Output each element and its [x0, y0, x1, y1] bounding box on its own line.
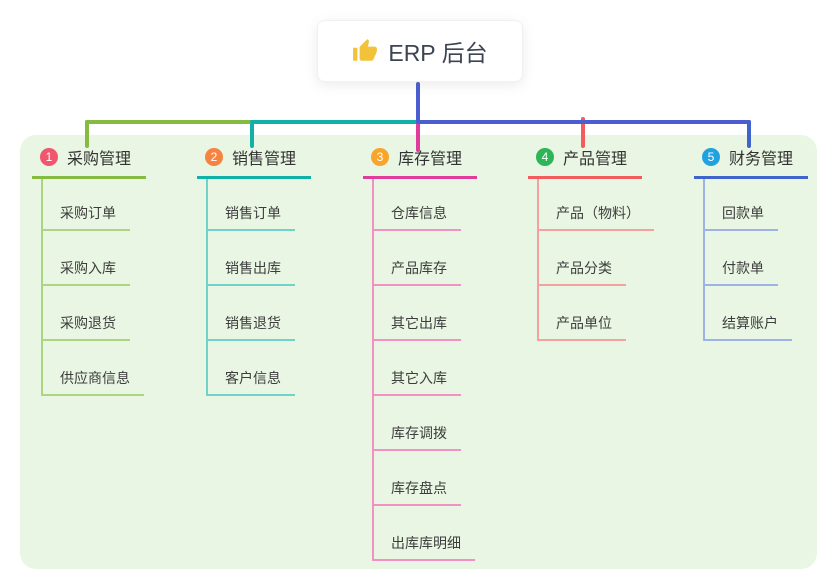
child-node-label: 其它出库 [374, 313, 461, 341]
connector-line [85, 120, 254, 124]
branch-number-badge: 4 [536, 148, 554, 166]
child-node-label: 回款单 [705, 203, 778, 231]
child-node-label: 供应商信息 [43, 368, 144, 396]
child-node[interactable]: 采购订单 [43, 179, 144, 231]
child-node[interactable]: 付款单 [705, 231, 792, 286]
branch-3: 3 库存管理仓库信息产品库存其它出库其它入库库存调拨库存盘点出库库明细 [363, 145, 523, 561]
branch-children: 产品（物料） 产品分类产品单位 [537, 179, 654, 341]
root-node[interactable]: ERP 后台 [317, 20, 523, 82]
child-node-label: 产品单位 [539, 313, 626, 341]
child-node-label: 采购订单 [43, 203, 130, 231]
branch-title-label: 库存管理 [398, 151, 463, 168]
branch-title-label: 财务管理 [729, 151, 794, 168]
connector-line [250, 120, 420, 124]
child-node[interactable]: 产品单位 [539, 286, 654, 341]
child-node-label: 付款单 [705, 258, 778, 286]
child-node-label: 库存盘点 [374, 478, 461, 506]
branch-title[interactable]: 3 库存管理 [363, 145, 477, 179]
connector-line [581, 117, 585, 148]
child-node-label: 客户信息 [208, 368, 295, 396]
child-node[interactable]: 其它入库 [374, 341, 475, 396]
child-node[interactable]: 其它出库 [374, 286, 475, 341]
child-node[interactable]: 销售订单 [208, 179, 295, 231]
child-node[interactable]: 供应商信息 [43, 341, 144, 396]
child-node[interactable]: 结算账户 [705, 286, 792, 341]
branch-children: 采购订单采购入库采购退货供应商信息 [41, 179, 144, 396]
child-node-label: 出库库明细 [374, 533, 475, 561]
child-node-label: 采购退货 [43, 313, 130, 341]
child-node[interactable]: 库存盘点 [374, 451, 475, 506]
branch-title[interactable]: 5 财务管理 [694, 145, 808, 179]
child-node-label: 产品分类 [539, 258, 626, 286]
root-label: ERP 后台 [388, 40, 488, 66]
branch-2: 2 销售管理销售订单销售出库销售退货客户信息 [197, 145, 357, 396]
child-node-label: 库存调拨 [374, 423, 461, 451]
connector-line [250, 120, 254, 148]
branch-title[interactable]: 1 采购管理 [32, 145, 146, 179]
branch-number-badge: 2 [205, 148, 223, 166]
child-node-label: 销售出库 [208, 258, 295, 286]
branch-5: 5 财务管理回款单付款单结算账户 [694, 145, 839, 341]
child-node[interactable]: 回款单 [705, 179, 792, 231]
child-node-label: 采购入库 [43, 258, 130, 286]
connector-line [416, 122, 420, 152]
branch-children: 仓库信息产品库存其它出库其它入库库存调拨库存盘点出库库明细 [372, 179, 475, 561]
child-node[interactable]: 库存调拨 [374, 396, 475, 451]
branch-title-label: 销售管理 [232, 151, 297, 168]
branch-number-badge: 1 [40, 148, 58, 166]
child-node-label: 产品库存 [374, 258, 461, 286]
child-node-label: 其它入库 [374, 368, 461, 396]
connector-line [747, 120, 751, 148]
branch-children: 销售订单销售出库销售退货客户信息 [206, 179, 295, 396]
child-node-label: 仓库信息 [374, 203, 461, 231]
connector-line [416, 82, 420, 122]
branch-title-label: 产品管理 [563, 151, 628, 168]
child-node[interactable]: 仓库信息 [374, 179, 475, 231]
child-node[interactable]: 产品分类 [539, 231, 654, 286]
connector-line [85, 120, 89, 148]
child-node-label: 产品（物料） [539, 203, 654, 231]
child-node[interactable]: 客户信息 [208, 341, 295, 396]
child-node[interactable]: 采购退货 [43, 286, 144, 341]
child-node[interactable]: 销售出库 [208, 231, 295, 286]
branch-number-badge: 3 [371, 148, 389, 166]
connector-line [416, 120, 751, 124]
child-node[interactable]: 产品库存 [374, 231, 475, 286]
child-node[interactable]: 销售退货 [208, 286, 295, 341]
child-node[interactable]: 产品（物料） [539, 179, 654, 231]
branch-1: 1 采购管理采购订单采购入库采购退货供应商信息 [32, 145, 192, 396]
background-panel [20, 135, 817, 569]
child-node-label: 销售退货 [208, 313, 295, 341]
child-node-label: 销售订单 [208, 203, 295, 231]
child-node[interactable]: 采购入库 [43, 231, 144, 286]
branch-number-badge: 5 [702, 148, 720, 166]
child-node[interactable]: 出库库明细 [374, 506, 475, 561]
thumbs-up-icon [353, 39, 378, 61]
child-node-label: 结算账户 [705, 313, 792, 341]
branch-title[interactable]: 4 产品管理 [528, 145, 642, 179]
branch-children: 回款单付款单结算账户 [703, 179, 792, 341]
branch-title-label: 采购管理 [67, 151, 132, 168]
branch-4: 4 产品管理产品（物料） 产品分类产品单位 [528, 145, 688, 341]
branch-title[interactable]: 2 销售管理 [197, 145, 311, 179]
